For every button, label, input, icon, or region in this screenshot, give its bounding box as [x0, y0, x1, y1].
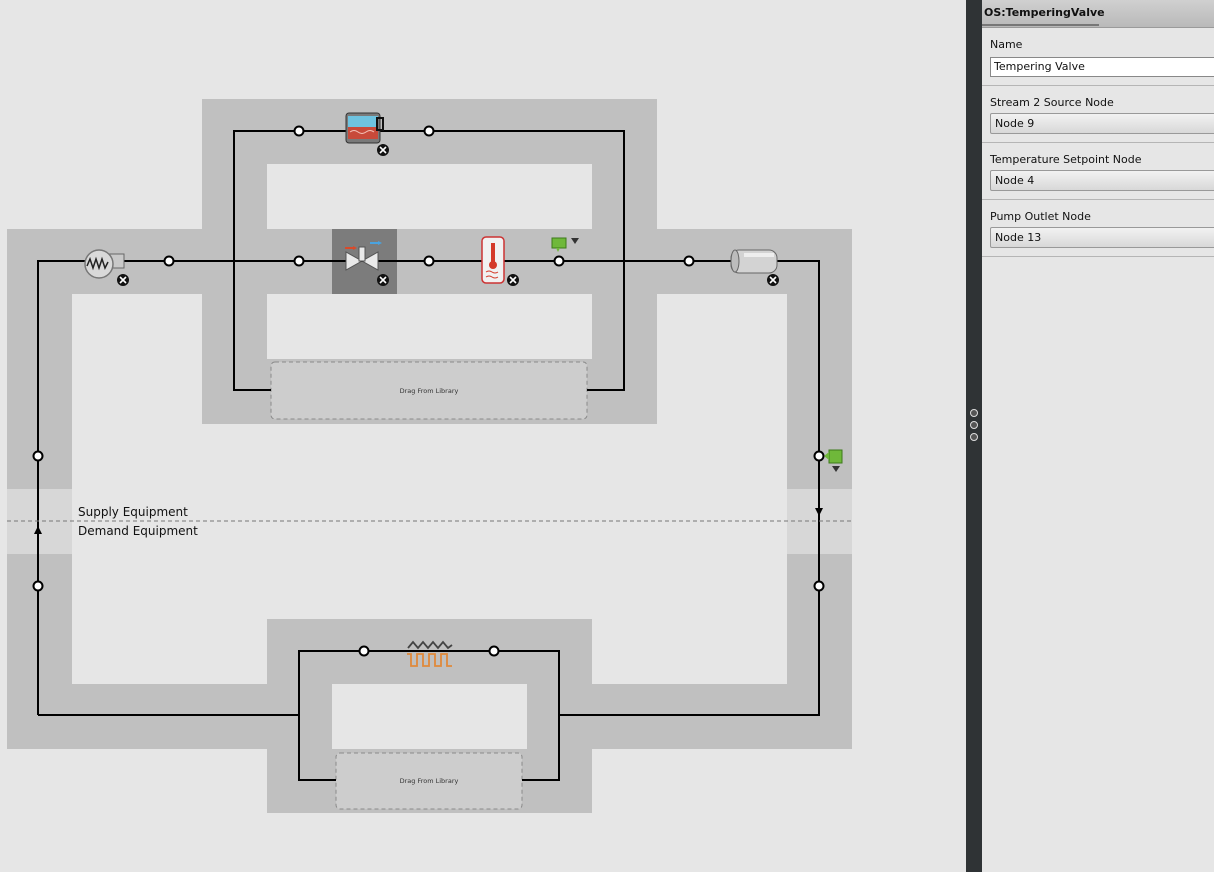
heating-coil-icon[interactable] [407, 640, 453, 667]
tempering-valve-icon[interactable] [345, 241, 382, 271]
inspector-panel: OS:TemperingValve Name Stream 2 Source N… [982, 0, 1214, 872]
drop-zones [7, 99, 852, 813]
remove-icon[interactable] [377, 144, 389, 156]
remove-icon[interactable] [377, 274, 389, 286]
name-label: Name [990, 38, 1023, 51]
remove-icon[interactable] [767, 274, 779, 286]
stream2-select[interactable]: Node 9 [990, 112, 1214, 134]
water-tank-thermometer-icon[interactable] [481, 236, 505, 284]
pump-label: Pump Outlet Node [990, 209, 1091, 223]
stream2-field-group: Stream 2 Source Node Node 9 [982, 86, 1214, 143]
drag-label-demand: Drag From Library [400, 777, 459, 785]
drag-from-library-demand[interactable]: Drag From Library [335, 752, 523, 810]
node[interactable] [488, 645, 500, 657]
remove-icon[interactable] [117, 274, 129, 286]
pump-select[interactable]: Node 13 [990, 226, 1214, 248]
drag-label-supply: Drag From Library [400, 387, 459, 395]
setpoint-select[interactable]: Node 4 [990, 169, 1214, 191]
pipes [37, 130, 820, 781]
loop-canvas[interactable]: Drag From Library Drag From Library Supp… [0, 0, 966, 872]
grip-dot [970, 433, 978, 441]
node[interactable] [32, 580, 44, 592]
water-heater-icon[interactable] [345, 112, 384, 144]
setpoint-label: Temperature Setpoint Node [990, 152, 1142, 166]
pump-icon[interactable] [730, 249, 778, 274]
grip-dot [970, 421, 978, 429]
node[interactable] [683, 255, 695, 267]
node[interactable] [293, 125, 305, 137]
pump-field-group: Pump Outlet Node Node 13 [982, 200, 1214, 257]
heat-exchanger-icon[interactable] [84, 249, 125, 279]
outlet-setpoint-manager-icon[interactable] [824, 449, 843, 472]
setpoint-manager-icon[interactable] [551, 237, 579, 252]
inspector-title: OS:TemperingValve [984, 6, 1105, 19]
setpoint-field-group: Temperature Setpoint Node Node 4 [982, 143, 1214, 200]
node[interactable] [423, 255, 435, 267]
stream2-label: Stream 2 Source Node [990, 95, 1114, 109]
name-field-group: Name [982, 28, 1214, 86]
inspector-header: OS:TemperingValve [982, 0, 1214, 28]
grip-dot [970, 409, 978, 417]
node[interactable] [813, 580, 825, 592]
name-input[interactable] [990, 56, 1214, 77]
node[interactable] [163, 255, 175, 267]
remove-icon[interactable] [507, 274, 519, 286]
panel-splitter[interactable] [966, 0, 982, 872]
inspector-tab-underline [982, 24, 1099, 26]
node[interactable] [553, 255, 565, 267]
drag-from-library-supply[interactable]: Drag From Library [270, 361, 588, 420]
node[interactable] [293, 255, 305, 267]
node[interactable] [423, 125, 435, 137]
node[interactable] [32, 450, 44, 462]
flow-arrow-down-icon [815, 508, 823, 516]
flow-arrow-up-icon [34, 526, 42, 534]
node[interactable] [358, 645, 370, 657]
node[interactable] [813, 450, 825, 462]
demand-equipment-label: Demand Equipment [78, 524, 198, 538]
supply-equipment-label: Supply Equipment [78, 505, 188, 519]
